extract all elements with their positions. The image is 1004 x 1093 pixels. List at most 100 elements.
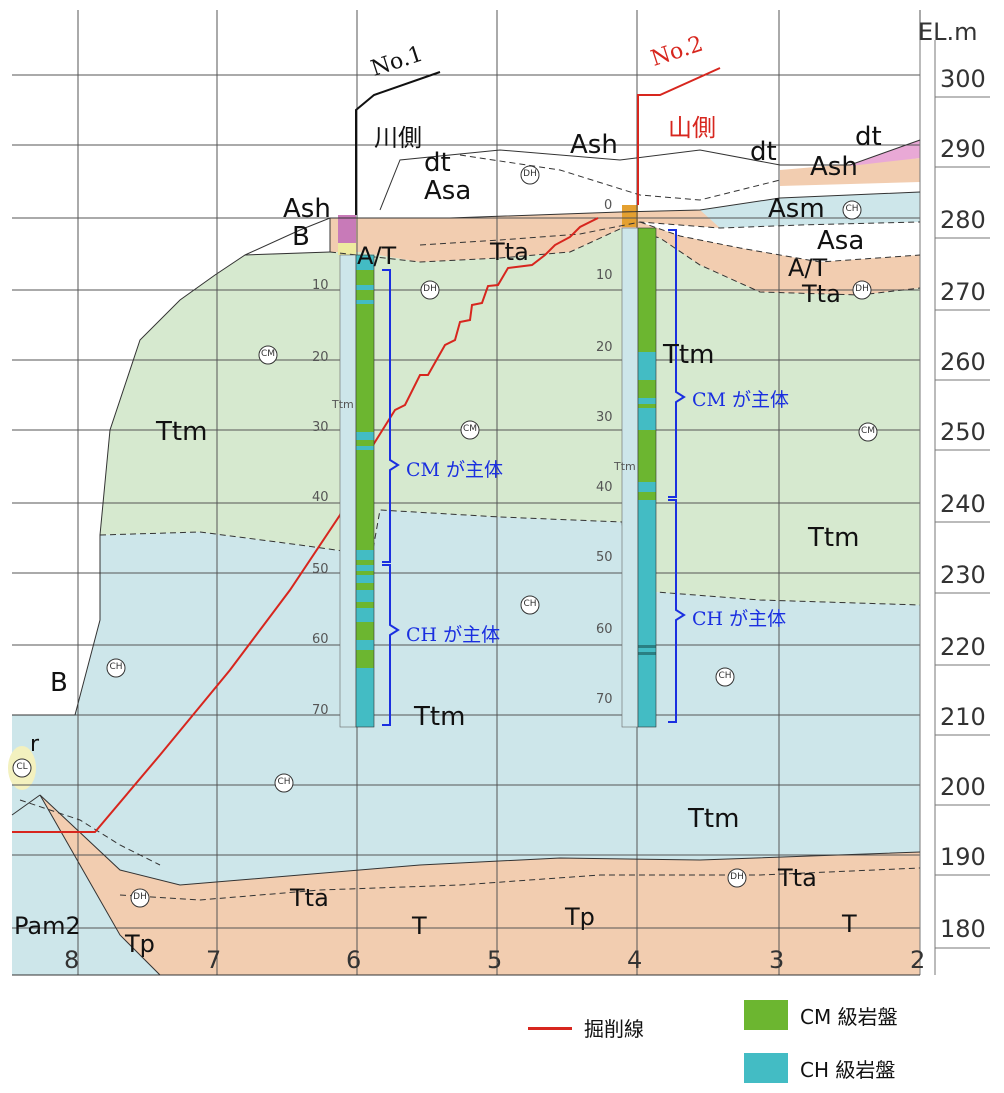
unit-dt-right: dt xyxy=(855,122,882,152)
legend-cm-label: CM 級岩盤 xyxy=(800,1005,898,1029)
no2-depth-50: 50 xyxy=(596,550,613,565)
unit-ash-right: Ash xyxy=(810,152,858,182)
tta-top-strip xyxy=(780,158,920,186)
section-5: 5 xyxy=(487,946,503,974)
legend-excavation-label: 掘削線 xyxy=(584,1017,644,1041)
elevation-210: 210 xyxy=(940,703,986,731)
unit-t-right: T xyxy=(842,910,857,938)
no1-depth-60: 60 xyxy=(312,632,329,647)
borehole-no1 xyxy=(339,254,375,728)
unit-r: r xyxy=(30,732,40,757)
grade-cm-2: CM xyxy=(462,424,478,434)
elevation-220: 220 xyxy=(940,633,986,661)
unit-ttm-lower: Ttm xyxy=(688,804,740,834)
no2-leader-line xyxy=(637,67,721,205)
elevation-scale-border xyxy=(919,40,990,975)
no1-core-label: Ttm xyxy=(332,398,354,411)
borehole-no2-label: No.2 xyxy=(648,31,707,72)
grade-ch-1: CH xyxy=(109,662,123,672)
elevation-200: 200 xyxy=(940,773,986,801)
no1-depth-30: 30 xyxy=(312,420,329,435)
elevation-230: 230 xyxy=(940,561,986,589)
section-7: 7 xyxy=(206,946,222,974)
elevation-190: 190 xyxy=(940,843,986,871)
no1-depth-40: 40 xyxy=(312,490,329,505)
elevation-300: 300 xyxy=(940,65,986,93)
section-4: 4 xyxy=(627,946,643,974)
grade-dh-5: DH xyxy=(855,284,869,294)
grade-dh-3: DH xyxy=(423,284,437,294)
unit-ttm-no2: Ttm xyxy=(663,340,715,370)
unit-dt-mid: dt xyxy=(424,148,451,178)
section-2: 2 xyxy=(910,946,926,974)
unit-tp-left: Tp xyxy=(125,930,155,958)
unit-b-left: B xyxy=(50,668,68,698)
unit-at-left: A/T xyxy=(357,242,397,270)
no1-depth-50: 50 xyxy=(312,562,329,577)
unit-ttm-no1-bottom: Ttm xyxy=(414,702,466,732)
unit-asm: Asm xyxy=(768,194,825,224)
elevation-280: 280 xyxy=(940,206,986,234)
asa-band xyxy=(640,222,920,262)
no1-depth-10: 10 xyxy=(312,278,329,293)
grade-ch-5: CH xyxy=(845,204,859,214)
grade-cl-1: CL xyxy=(16,762,28,772)
ttm-cm-zone xyxy=(100,228,920,605)
elevation-250: 250 xyxy=(940,418,986,446)
asm-zone xyxy=(700,192,920,228)
no2-core-label: Ttm xyxy=(614,460,636,473)
borehole-no1-side: 川側 xyxy=(374,124,422,152)
no2-depth-60: 60 xyxy=(596,622,613,637)
legend-cm-swatch xyxy=(744,1000,788,1030)
no1-cm-annotation: CM が主体 xyxy=(406,459,504,481)
elevation-270: 270 xyxy=(940,278,986,306)
unit-pam2: Pam2 xyxy=(14,912,81,940)
no1-depth-20: 20 xyxy=(312,350,329,365)
elevation-260: 260 xyxy=(940,348,986,376)
unit-asa-mid: Asa xyxy=(424,176,472,206)
elevation-180: 180 xyxy=(940,915,986,943)
borehole-no1-label: No.1 xyxy=(368,41,427,82)
grade-cm-1: CM xyxy=(260,349,276,359)
unit-b-top: B xyxy=(292,222,310,252)
no2-depth-0: 0 xyxy=(604,198,613,213)
unit-tp-mid: Tp xyxy=(565,903,595,931)
unit-tta-lower-right: Tta xyxy=(778,864,817,892)
geologic-boundaries xyxy=(11,139,921,976)
legend-excavation-swatch xyxy=(528,1027,572,1030)
unit-tta-right: Tta xyxy=(802,280,841,308)
ash-pink-no1 xyxy=(338,215,356,243)
unit-t-left: T xyxy=(412,912,427,940)
legend-ch-swatch xyxy=(744,1053,788,1083)
section-6: 6 xyxy=(346,946,362,974)
grade-ch-4: CH xyxy=(277,777,291,787)
unit-ash-left: Ash xyxy=(283,194,331,224)
no2-depth-20: 20 xyxy=(596,340,613,355)
unit-ash-mid: Ash xyxy=(570,130,618,160)
no2-depth-70: 70 xyxy=(596,692,613,707)
elevation-290: 290 xyxy=(940,135,986,163)
blue-brackets xyxy=(382,229,686,726)
borehole-no2-side: 山側 xyxy=(668,114,716,142)
elevation-unit-label: EL.m xyxy=(918,18,978,46)
no2-cm-annotation: CM が主体 xyxy=(692,389,790,411)
unit-at-right: A/T xyxy=(788,254,828,282)
grade-ch-2: CH xyxy=(523,599,537,609)
tta-lower-zone xyxy=(40,795,920,975)
ttm-ch-zone xyxy=(12,510,920,975)
unit-ttm-left: Ttm xyxy=(156,417,208,447)
unit-tta-lower-left: Tta xyxy=(290,884,329,912)
no1-leader-line xyxy=(355,71,441,215)
grade-cm-3: CM xyxy=(860,426,876,436)
no2-depth-40: 40 xyxy=(596,480,613,495)
grade-dh-2: DH xyxy=(730,872,744,882)
borehole-no2 xyxy=(621,227,657,728)
dashed-boundaries xyxy=(19,154,921,901)
unit-tta-upper: Tta xyxy=(490,238,529,266)
no2-top-marker xyxy=(622,205,638,227)
unit-dt-mid2: dt xyxy=(750,137,777,167)
unit-asa-right: Asa xyxy=(817,226,865,256)
excavation-line xyxy=(12,217,599,833)
